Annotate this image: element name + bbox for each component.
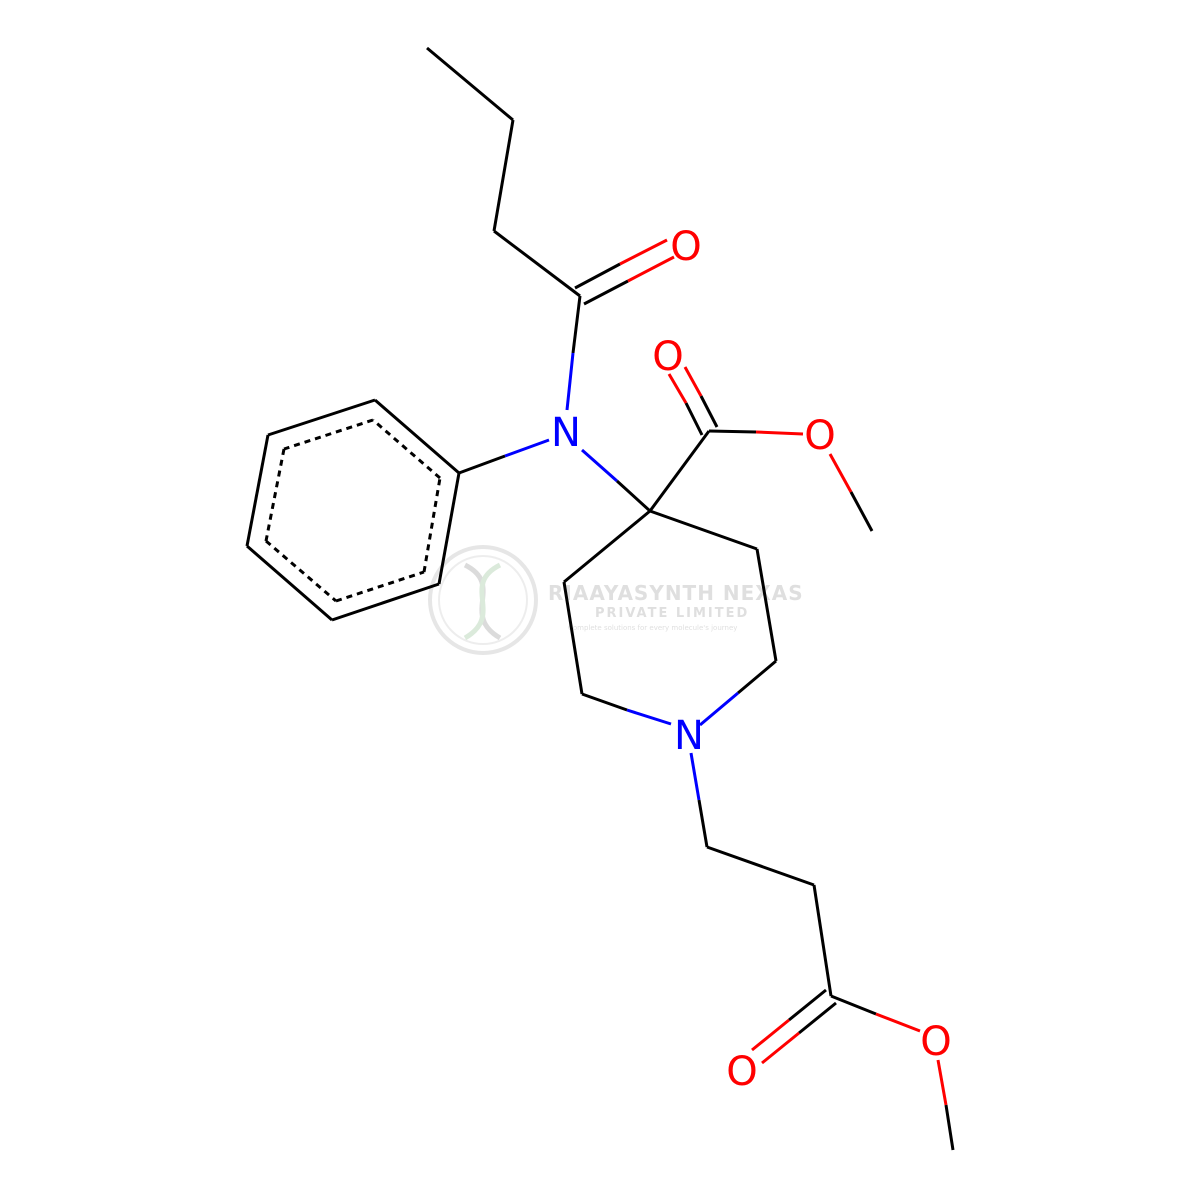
bond-c4-o-double-b-red — [627, 255, 675, 283]
bond-ph-5 — [331, 582, 440, 622]
watermark-company: RIAAYASYNTH NEXAS — [548, 581, 804, 605]
atom-o-ketone: O — [670, 224, 701, 270]
bond-n-cq-blue — [581, 448, 618, 483]
atom-o-ester2-carbonyl: O — [726, 1049, 757, 1095]
atom-n-piperidine: N — [674, 713, 704, 759]
bond-ph-3 — [245, 434, 270, 547]
bond-npip-c-blue — [689, 752, 701, 801]
bond-pip-2 — [755, 548, 778, 662]
bond-chain-2 — [706, 845, 815, 887]
bond-ph-2 — [267, 398, 376, 437]
bond-n-cq — [615, 479, 652, 513]
bond-pip-4-blue — [626, 708, 672, 726]
aromatic-inner-ring — [264, 418, 442, 603]
bond-chain-3 — [812, 884, 833, 997]
watermark: RIAAYASYNTH NEXAS PRIVATE LIMITED Comple… — [428, 545, 804, 655]
bond-ph-6 — [437, 472, 461, 585]
atom-o-ester1-ether: O — [804, 413, 835, 459]
bond-ester2-co-a-red — [751, 1018, 790, 1052]
atom-o-ester1-carbonyl: O — [652, 334, 683, 380]
bond-c1-c2 — [426, 46, 514, 122]
bond-c3-c4 — [493, 229, 581, 298]
bond-pip-4 — [581, 692, 628, 712]
bond-c4-o-double-a-red — [619, 238, 668, 266]
atom-n-amide: N — [551, 410, 581, 456]
bond-ester2-co-single — [830, 994, 877, 1016]
watermark-subtitle: PRIVATE LIMITED — [595, 606, 749, 621]
bond-c4-n — [571, 295, 582, 354]
bond-ester1-co-b — [699, 395, 719, 428]
bond-pip-6 — [563, 509, 651, 584]
bond-ph-4 — [246, 544, 333, 622]
bonds — [245, 46, 955, 1151]
bond-ester1-co-single-red — [755, 430, 804, 436]
bond-npip-c — [697, 799, 709, 848]
bond-c4-o-double-a — [574, 262, 621, 290]
bond-c4-n-blue — [565, 352, 575, 411]
bond-ester2-co-single-red — [875, 1012, 921, 1033]
bond-ester2-o-me-red — [936, 1059, 948, 1106]
atom-labels: O O O N N O O — [551, 224, 952, 1095]
bond-ester1-o-me-red — [828, 453, 853, 493]
bond-ester2-o-me — [944, 1104, 955, 1151]
bond-ester2-co-b-red — [761, 1031, 800, 1065]
bond-ester1-co-a-red — [667, 373, 688, 404]
bond-ester1-co-a — [684, 402, 704, 436]
bond-ester2-co-a — [788, 988, 827, 1022]
bond-n-ph — [458, 454, 506, 475]
bond-ph-1 — [374, 398, 460, 475]
bond-ester1-o-me — [849, 491, 874, 532]
bond-ester2-co-b — [798, 1001, 837, 1035]
bond-pip-5 — [562, 581, 584, 695]
bond-pip-1 — [649, 509, 758, 551]
bond-ester1-co-single — [708, 429, 757, 434]
bond-n-ph-blue — [504, 438, 550, 458]
dna-helix-icon — [428, 545, 538, 655]
watermark-tagline: Complete solutions for every molecule's … — [568, 624, 737, 632]
bond-c2-c3 — [492, 119, 515, 232]
bond-ester1-co-b-red — [683, 366, 703, 397]
bond-pip-3-blue — [699, 691, 739, 727]
atom-o-ester2-ether: O — [920, 1019, 951, 1065]
bond-pip-3 — [737, 659, 777, 695]
bond-cq-cester — [648, 430, 711, 512]
bond-c4-o-double-b — [583, 279, 629, 306]
